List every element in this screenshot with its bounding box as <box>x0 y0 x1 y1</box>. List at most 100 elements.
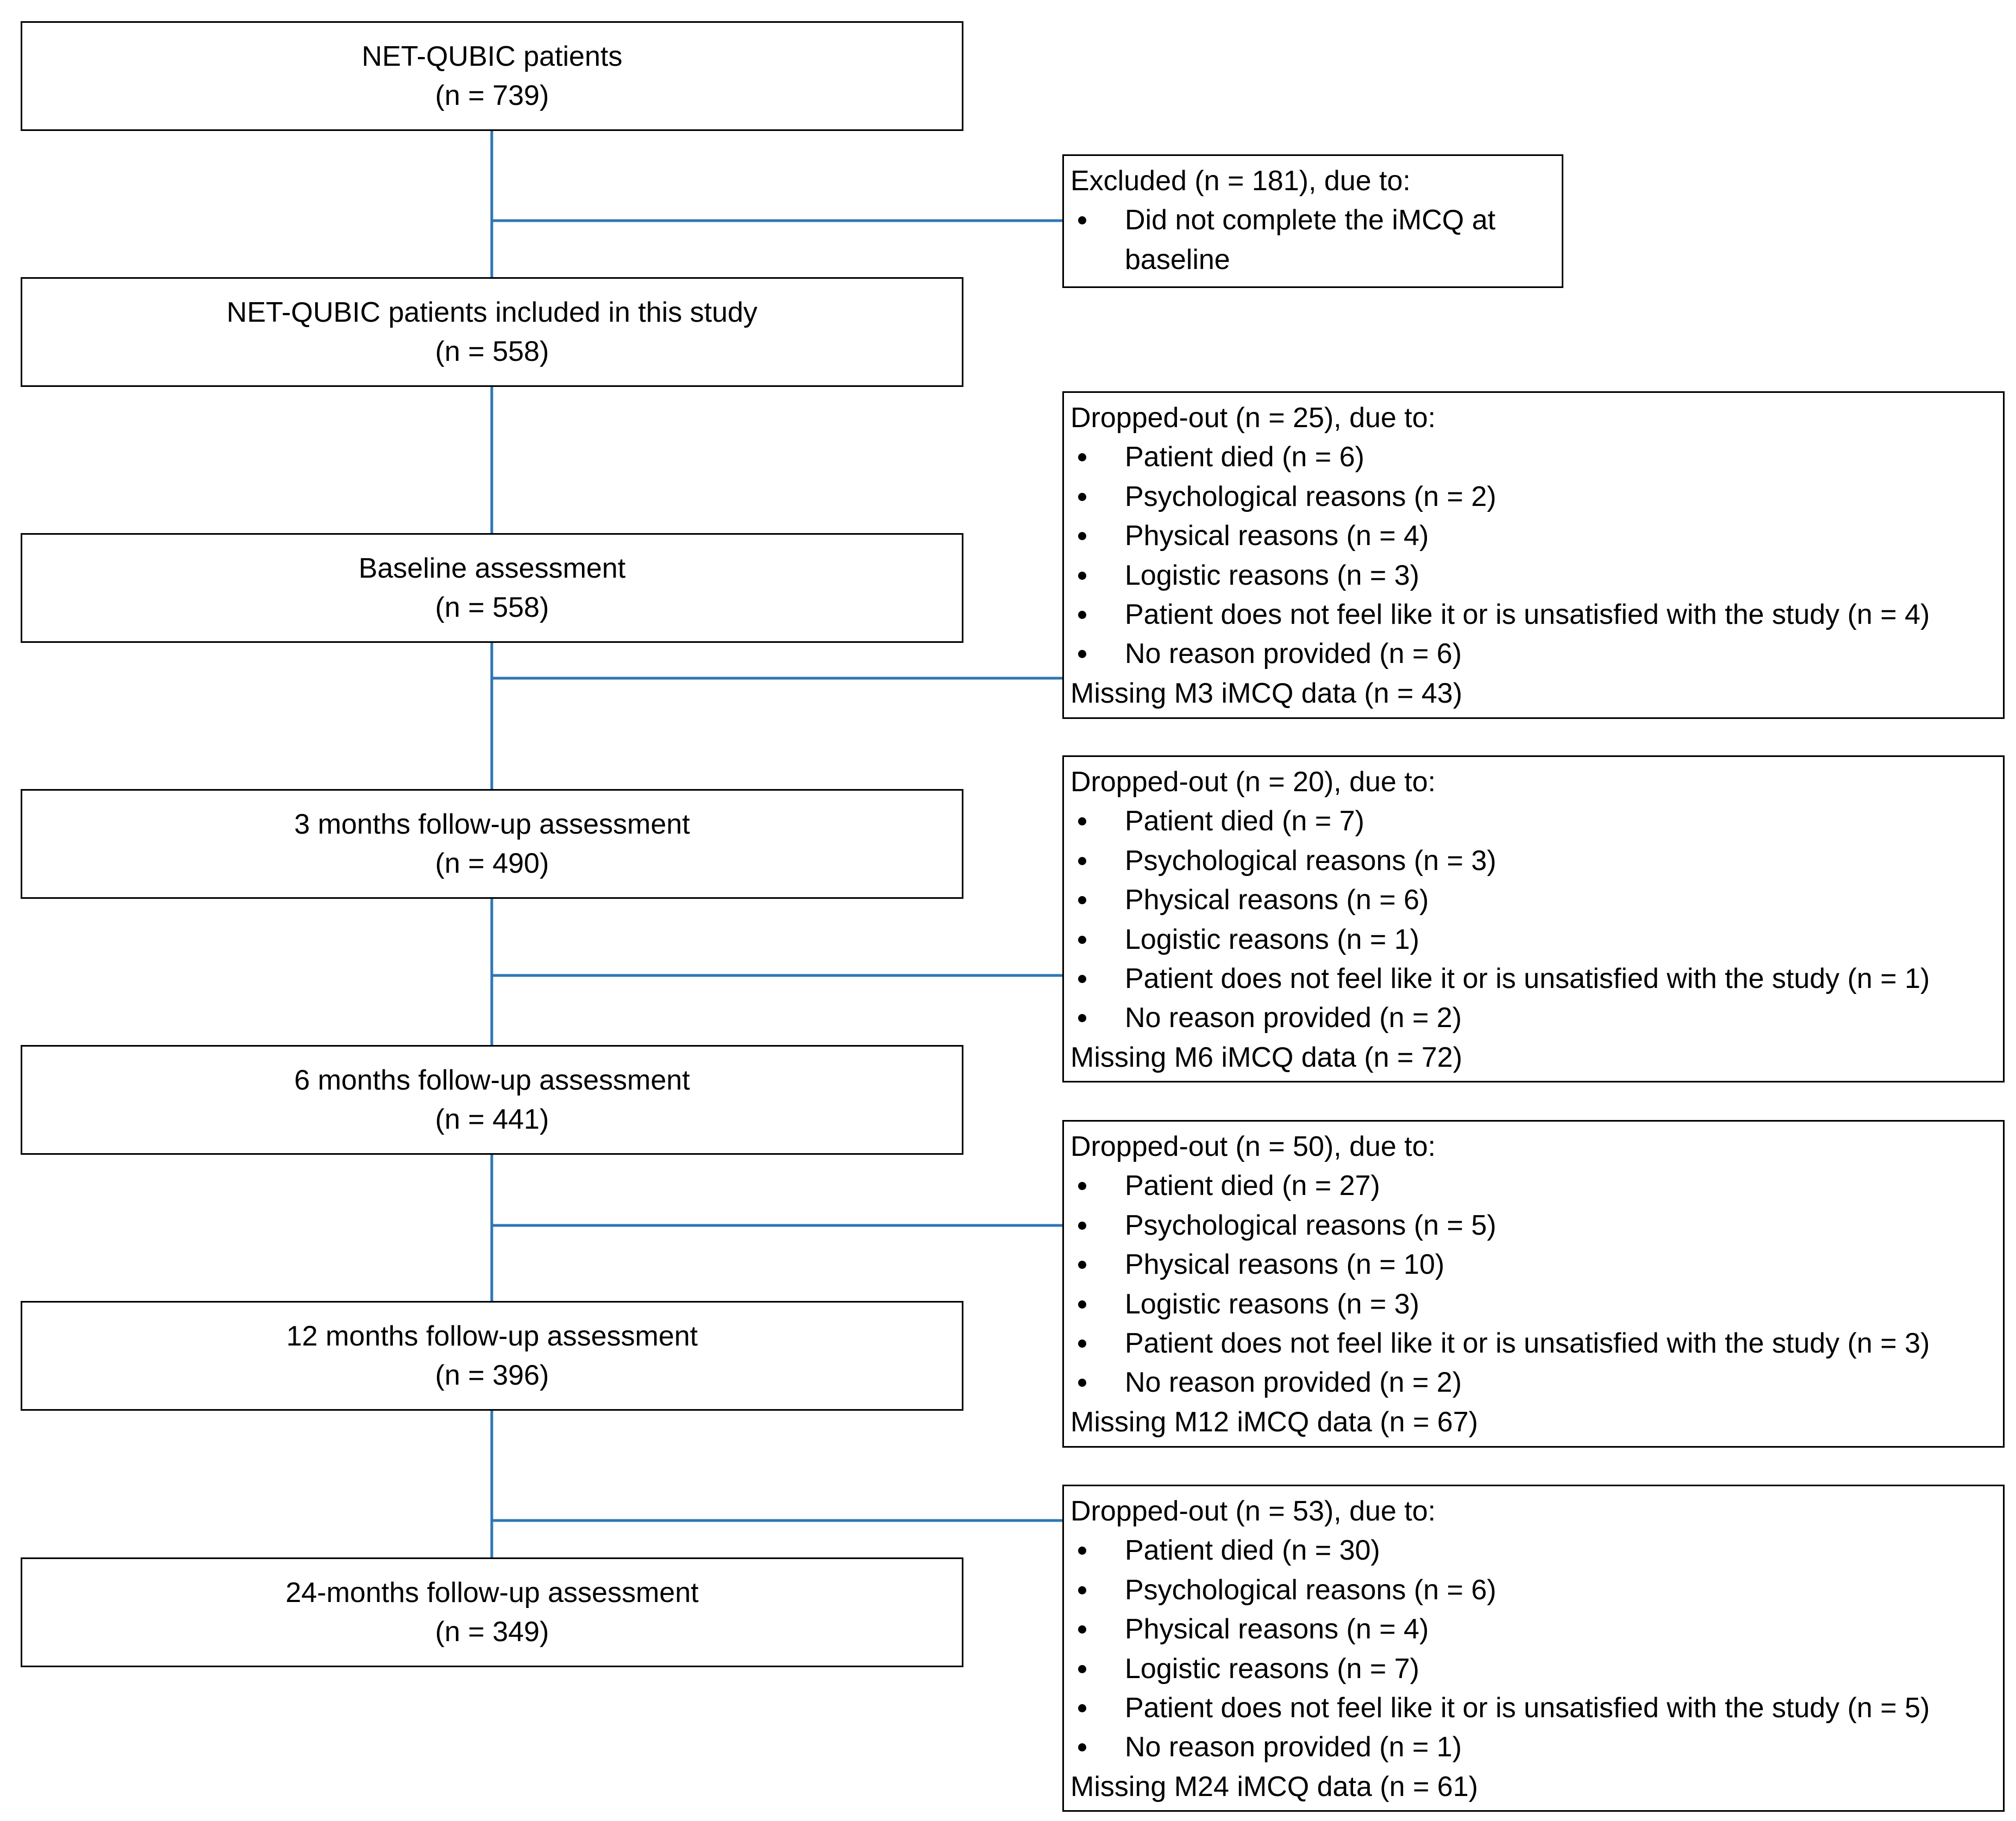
stage-title: Baseline assessment <box>358 553 626 584</box>
dropout-reason-text: No reason provided (n = 6) <box>1125 638 1462 670</box>
stage-count: (n = 558) <box>435 592 549 623</box>
dropout-box-m6: Dropped-out (n = 20), due to: Patient di… <box>1062 755 2005 1082</box>
excluded-reason-text: Did not complete the iMCQ at baseline <box>1125 204 1496 276</box>
dropout-reason-text: Patient died (n = 7) <box>1125 805 1364 837</box>
dropout-box-m12: Dropped-out (n = 50), due to: Patient di… <box>1062 1120 2005 1448</box>
bullet-dot <box>1078 571 1086 580</box>
dropout-reason: No reason provided (n = 2) <box>1070 1363 2003 1402</box>
stage-box-included: NET-QUBIC patients included in this stud… <box>21 277 963 387</box>
dropout-reason-text: Patient does not feel like it or is unsa… <box>1125 1327 1930 1359</box>
bullet-dot <box>1078 1379 1086 1387</box>
dropout-reason-text: Patient does not feel like it or is unsa… <box>1125 598 1930 630</box>
bullet-dot <box>1078 1586 1086 1594</box>
bullet-dot <box>1078 896 1086 905</box>
dropout-header: Dropped-out (n = 20), due to: <box>1070 766 1436 798</box>
dropout-reason: Logistic reasons (n = 3) <box>1070 556 2003 595</box>
dropout-reason: No reason provided (n = 6) <box>1070 634 2003 673</box>
stage-title: NET-QUBIC patients <box>361 41 623 72</box>
dropout-header: Dropped-out (n = 53), due to: <box>1070 1495 1436 1527</box>
stage-box-24-months: 24-months follow-up assessment (n = 349) <box>21 1557 963 1667</box>
dropout-reason-text: Patient died (n = 6) <box>1125 441 1364 473</box>
bullet-dot <box>1078 974 1086 983</box>
bullet-dot <box>1078 610 1086 619</box>
dropout-reason-text: Logistic reasons (n = 7) <box>1125 1653 1419 1685</box>
dropout-reason-text: Patient died (n = 27) <box>1125 1170 1380 1202</box>
stage-title: NET-QUBIC patients included in this stud… <box>227 297 757 328</box>
dropout-reason: Physical reasons (n = 4) <box>1070 516 2003 555</box>
stage-title: 24-months follow-up assessment <box>285 1577 699 1609</box>
dropout-reason-text: Physical reasons (n = 10) <box>1125 1249 1445 1281</box>
bullet-dot <box>1078 1261 1086 1269</box>
dropout-reason: Patient does not feel like it or is unsa… <box>1070 1324 2003 1363</box>
dropout-reason-text: Patient does not feel like it or is unsa… <box>1125 1692 1930 1724</box>
dropout-reason-text: No reason provided (n = 2) <box>1125 1002 1462 1034</box>
dropout-reason: Psychological reasons (n = 6) <box>1070 1570 2003 1610</box>
bullet-dot <box>1078 1182 1086 1191</box>
dropout-reason: Psychological reasons (n = 3) <box>1070 841 2003 880</box>
bullet-dot <box>1078 650 1086 659</box>
dropout-header: Dropped-out (n = 25), due to: <box>1070 402 1436 434</box>
stage-title: 12 months follow-up assessment <box>286 1321 698 1352</box>
stage-count: (n = 396) <box>435 1360 549 1391</box>
excluded-header: Excluded (n = 181), due to: <box>1070 165 1411 197</box>
dropout-reason: Logistic reasons (n = 7) <box>1070 1649 2003 1688</box>
missing-data-note: Missing M3 iMCQ data (n = 43) <box>1070 677 1463 709</box>
excluded-reason: Did not complete the iMCQ at baseline <box>1070 201 1562 279</box>
bullet-dot <box>1078 1743 1086 1752</box>
stage-count: (n = 490) <box>435 848 549 879</box>
stage-title: 3 months follow-up assessment <box>294 809 690 840</box>
stage-title: 6 months follow-up assessment <box>294 1065 690 1096</box>
dropout-reason: No reason provided (n = 1) <box>1070 1728 2003 1767</box>
dropout-reason: Patient does not feel like it or is unsa… <box>1070 595 2003 634</box>
dropout-reason-text: Physical reasons (n = 6) <box>1125 884 1429 916</box>
bullet-dot <box>1078 1221 1086 1230</box>
dropout-reason: Logistic reasons (n = 3) <box>1070 1285 2003 1324</box>
dropout-reason: Psychological reasons (n = 5) <box>1070 1206 2003 1245</box>
dropout-reason-text: Patient died (n = 30) <box>1125 1535 1380 1567</box>
dropout-reason: Patient does not feel like it or is unsa… <box>1070 1688 2003 1728</box>
stage-box-baseline: Baseline assessment (n = 558) <box>21 533 963 643</box>
dropout-reason-text: Physical reasons (n = 4) <box>1125 520 1429 552</box>
dropout-reason: Physical reasons (n = 6) <box>1070 880 2003 919</box>
dropout-reason-text: Physical reasons (n = 4) <box>1125 1613 1429 1645</box>
dropout-reason-text: Logistic reasons (n = 3) <box>1125 559 1419 591</box>
bullet-dot <box>1078 856 1086 865</box>
excluded-box: Excluded (n = 181), due to: Did not comp… <box>1062 154 1563 288</box>
bullet-dot <box>1078 492 1086 501</box>
dropout-reason: Patient died (n = 27) <box>1070 1166 2003 1205</box>
stage-count: (n = 739) <box>435 80 549 111</box>
stage-box-3-months: 3 months follow-up assessment (n = 490) <box>21 789 963 899</box>
dropout-reason: Patient died (n = 30) <box>1070 1531 2003 1570</box>
bullet-dot <box>1078 1704 1086 1712</box>
dropout-reason: Physical reasons (n = 10) <box>1070 1245 2003 1284</box>
dropout-reason: Patient died (n = 6) <box>1070 437 2003 477</box>
dropout-reason: Physical reasons (n = 4) <box>1070 1610 2003 1649</box>
missing-data-note: Missing M24 iMCQ data (n = 61) <box>1070 1770 1478 1803</box>
bullet-dot <box>1078 1339 1086 1348</box>
bullet-dot <box>1078 1547 1086 1555</box>
dropout-reason: Logistic reasons (n = 1) <box>1070 920 2003 959</box>
stage-count: (n = 349) <box>435 1616 549 1648</box>
bullet-dot <box>1078 817 1086 826</box>
bullet-dot <box>1078 216 1086 225</box>
bullet-dot <box>1078 453 1086 462</box>
bullet-dot <box>1078 935 1086 944</box>
dropout-reason: No reason provided (n = 2) <box>1070 998 2003 1037</box>
stage-box-12-months: 12 months follow-up assessment (n = 396) <box>21 1301 963 1411</box>
dropout-reason-text: No reason provided (n = 1) <box>1125 1731 1462 1763</box>
bullet-dot <box>1078 1014 1086 1023</box>
dropout-reason: Patient does not feel like it or is unsa… <box>1070 959 2003 998</box>
dropout-reason-text: Patient does not feel like it or is unsa… <box>1125 962 1930 994</box>
dropout-reason: Psychological reasons (n = 2) <box>1070 477 2003 516</box>
bullet-dot <box>1078 1625 1086 1634</box>
dropout-header: Dropped-out (n = 50), due to: <box>1070 1131 1436 1162</box>
dropout-reason-text: Psychological reasons (n = 3) <box>1125 844 1497 877</box>
stage-box-6-months: 6 months follow-up assessment (n = 441) <box>21 1045 963 1155</box>
dropout-reason: Patient died (n = 7) <box>1070 802 2003 841</box>
stage-box-all-patients: NET-QUBIC patients (n = 739) <box>21 21 963 131</box>
dropout-box-m3: Dropped-out (n = 25), due to: Patient di… <box>1062 391 2005 719</box>
dropout-reason-text: Psychological reasons (n = 5) <box>1125 1209 1497 1241</box>
dropout-reason-text: Logistic reasons (n = 3) <box>1125 1288 1419 1320</box>
stage-count: (n = 558) <box>435 336 549 367</box>
